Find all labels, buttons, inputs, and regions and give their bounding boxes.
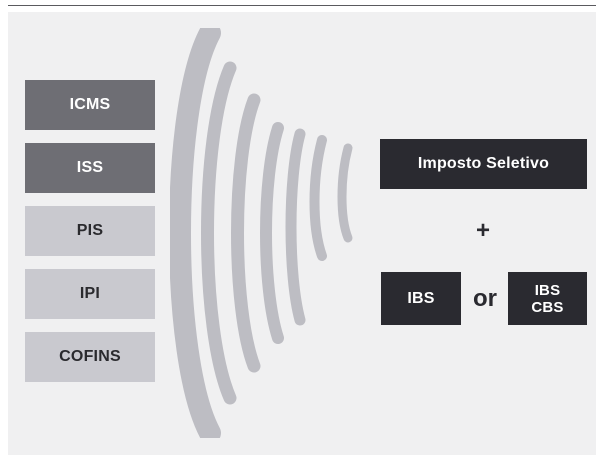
new-tax-label-cbs-line: CBS [531, 298, 564, 316]
tax-label-pis: PIS [76, 222, 104, 239]
plus-sign: + [475, 217, 490, 244]
new-tax-label-ibs: IBS [407, 289, 435, 307]
tax-box-icms: ICMS [25, 80, 155, 130]
tax-label-cofins: COFINS [59, 348, 121, 365]
tax-label-ipi: IPI [79, 285, 101, 302]
funnel-arc-7 [337, 143, 353, 243]
tax-box-pis: PIS [25, 206, 155, 256]
or-connector: or [473, 285, 497, 312]
new-tax-label-ibs-line: IBS [534, 281, 561, 299]
new-tax-box-ibs: IBS [381, 272, 461, 325]
funnel-arc-5 [285, 128, 306, 326]
tax-box-cofins: COFINS [25, 332, 155, 382]
new-tax-box-imposto-seletivo: Imposto Seletivo [380, 139, 587, 189]
tax-label-iss: ISS [76, 159, 104, 176]
tax-box-ipi: IPI [25, 269, 155, 319]
funnel-arc-4 [260, 122, 284, 344]
tax-label-icms: ICMS [69, 96, 111, 113]
funnel-arc-3 [231, 93, 261, 373]
top-divider [8, 5, 596, 6]
sound-wave-funnel-icon [170, 28, 353, 438]
new-tax-box-ibs-cbs: IBS CBS [508, 272, 587, 325]
tax-box-iss: ISS [25, 143, 155, 193]
new-tax-label-imposto-seletivo: Imposto Seletivo [417, 155, 550, 172]
funnel-arc-6 [309, 135, 327, 261]
funnel-arc-1 [170, 28, 221, 438]
funnel-arc-2 [201, 61, 237, 405]
